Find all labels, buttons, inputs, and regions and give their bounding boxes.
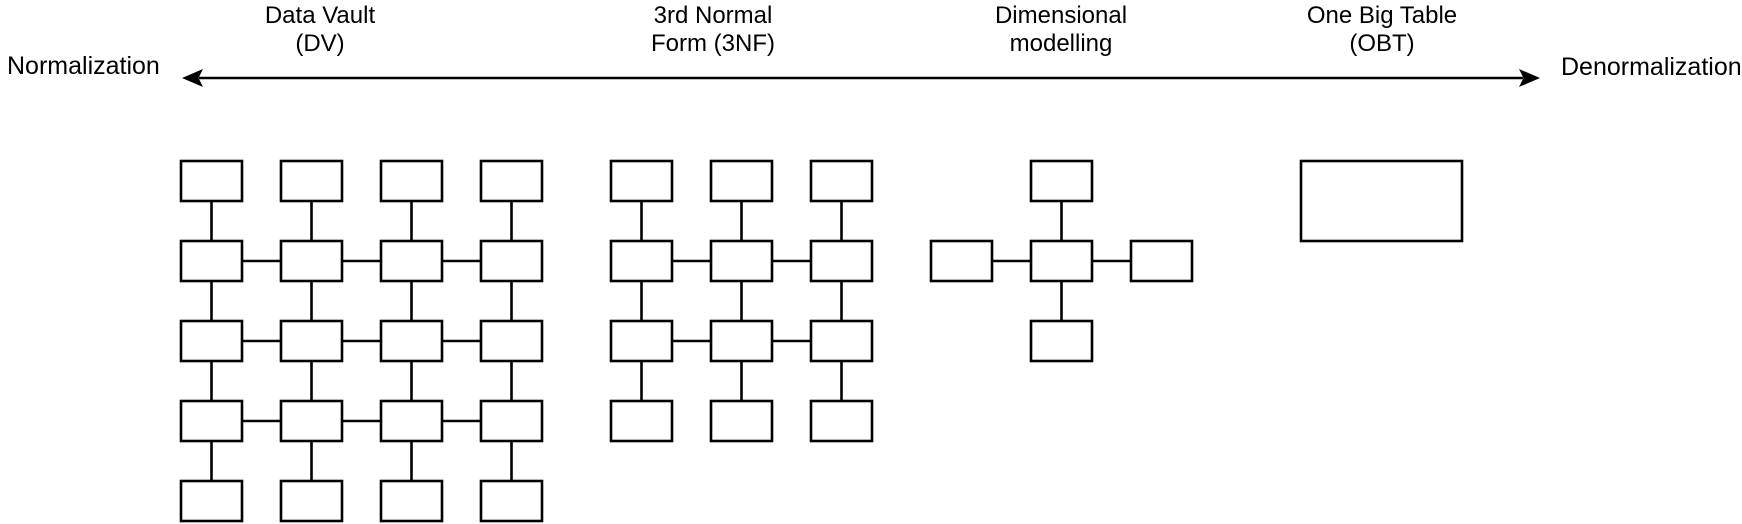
table-node <box>179 159 244 203</box>
third-normal-form-label-line1: 3rd Normal <box>653 2 773 29</box>
data-vault-label-line1: Data Vault <box>264 2 376 29</box>
table-node <box>709 159 774 203</box>
dimensional-modelling-label-line1: Dimensional <box>994 2 1128 29</box>
table-node <box>809 239 874 283</box>
table-node <box>279 319 344 363</box>
dimensional-star-schema-diagram <box>929 159 1194 363</box>
table-node <box>709 239 774 283</box>
data-vault-label-line2: (DV) <box>295 30 345 57</box>
table-node <box>479 239 544 283</box>
table-node <box>479 479 544 523</box>
dimensional-modelling-label-line2: modelling <box>1009 30 1113 57</box>
table-node <box>379 239 444 283</box>
table-node <box>929 239 994 283</box>
table-node <box>479 399 544 443</box>
table-node <box>179 399 244 443</box>
table-node <box>1029 319 1094 363</box>
table-node <box>1299 159 1464 243</box>
normalization-denormalization-arrow <box>182 69 1540 87</box>
table-node <box>379 319 444 363</box>
one-big-table-label: One Big Table (OBT) <box>1232 2 1532 58</box>
table-node <box>379 159 444 203</box>
table-node <box>1029 159 1094 203</box>
data-vault-schema-diagram <box>179 159 544 523</box>
table-node <box>809 399 874 443</box>
dimensional-modelling-label: Dimensional modelling <box>911 2 1211 58</box>
table-node <box>179 319 244 363</box>
table-node <box>279 399 344 443</box>
table-node <box>609 399 674 443</box>
third-normal-form-schema-diagram <box>609 159 874 443</box>
one-big-table-diagram <box>1299 159 1464 243</box>
table-node <box>709 399 774 443</box>
table-node <box>179 479 244 523</box>
one-big-table-label-line1: One Big Table <box>1306 2 1458 29</box>
table-node <box>809 319 874 363</box>
table-node <box>379 399 444 443</box>
table-node <box>709 319 774 363</box>
table-node <box>609 319 674 363</box>
table-node <box>179 239 244 283</box>
table-node <box>279 159 344 203</box>
table-node <box>609 159 674 203</box>
third-normal-form-label: 3rd Normal Form (3NF) <box>563 2 863 58</box>
table-node <box>379 479 444 523</box>
table-node <box>479 159 544 203</box>
data-vault-label: Data Vault (DV) <box>170 2 470 58</box>
table-node <box>279 479 344 523</box>
normalization-axis-label: Normalization <box>7 52 160 80</box>
table-node <box>479 319 544 363</box>
one-big-table-label-line2: (OBT) <box>1349 30 1415 57</box>
table-node <box>609 239 674 283</box>
table-node <box>809 159 874 203</box>
table-node <box>1129 239 1194 283</box>
third-normal-form-label-line2: Form (3NF) <box>651 30 775 57</box>
left-arrowhead-icon <box>182 69 203 87</box>
right-arrowhead-icon <box>1519 69 1540 87</box>
table-node <box>279 239 344 283</box>
denormalization-axis-label: Denormalization <box>1561 53 1742 81</box>
table-node <box>1029 239 1094 283</box>
